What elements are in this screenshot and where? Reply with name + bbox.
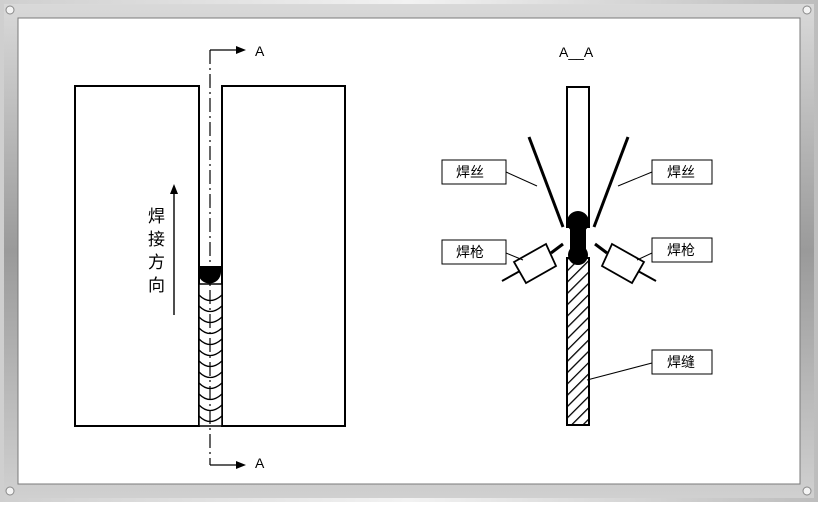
label-torch-left: 焊枪 <box>441 239 507 265</box>
direction-char-4: 向 <box>148 276 165 295</box>
frame-rivet-top-left <box>5 5 15 15</box>
direction-char-3: 方 <box>148 253 165 272</box>
wire-left <box>527 136 565 228</box>
section-view: A__A <box>441 44 713 426</box>
upper-plate <box>566 86 590 228</box>
wire-right <box>592 136 630 228</box>
label-wire-left-text: 焊丝 <box>456 164 484 180</box>
label-torch-right: 焊枪 <box>651 237 713 263</box>
torch-left <box>501 242 564 285</box>
callout-line-torch-left <box>505 252 524 261</box>
label-seam: 焊缝 <box>651 349 713 375</box>
label-seam-text: 焊缝 <box>667 354 695 370</box>
left-plate <box>74 85 200 427</box>
callout-line-seam <box>586 362 653 381</box>
label-torch-left-text: 焊枪 <box>456 244 484 260</box>
callout-line-torch-right <box>636 252 653 261</box>
section-title: A__A <box>559 44 594 60</box>
torch-right <box>594 242 657 285</box>
label-wire-right-text: 焊丝 <box>667 164 695 180</box>
callout-line-wire-left <box>505 171 538 187</box>
label-wire-right: 焊丝 <box>651 159 713 185</box>
direction-arrow <box>170 184 178 315</box>
callout-line-wire-right <box>617 171 653 187</box>
section-marker-bottom: A <box>255 455 265 471</box>
front-view: A A 焊 接 方 向 <box>74 43 346 471</box>
section-weld-pool <box>567 211 589 265</box>
frame-rivet-bottom-right <box>802 486 812 496</box>
weld-seam <box>566 257 590 426</box>
frame-rivet-bottom-left <box>5 486 15 496</box>
direction-char-1: 焊 <box>148 207 165 226</box>
label-torch-right-text: 焊枪 <box>667 242 695 258</box>
section-arrow-top <box>210 46 246 54</box>
direction-char-2: 接 <box>148 230 165 249</box>
right-plate <box>221 85 346 427</box>
section-marker-top: A <box>255 43 265 59</box>
section-arrow-bottom <box>210 461 246 469</box>
label-wire-left: 焊丝 <box>441 159 507 185</box>
frame-rivet-top-right <box>802 5 812 15</box>
